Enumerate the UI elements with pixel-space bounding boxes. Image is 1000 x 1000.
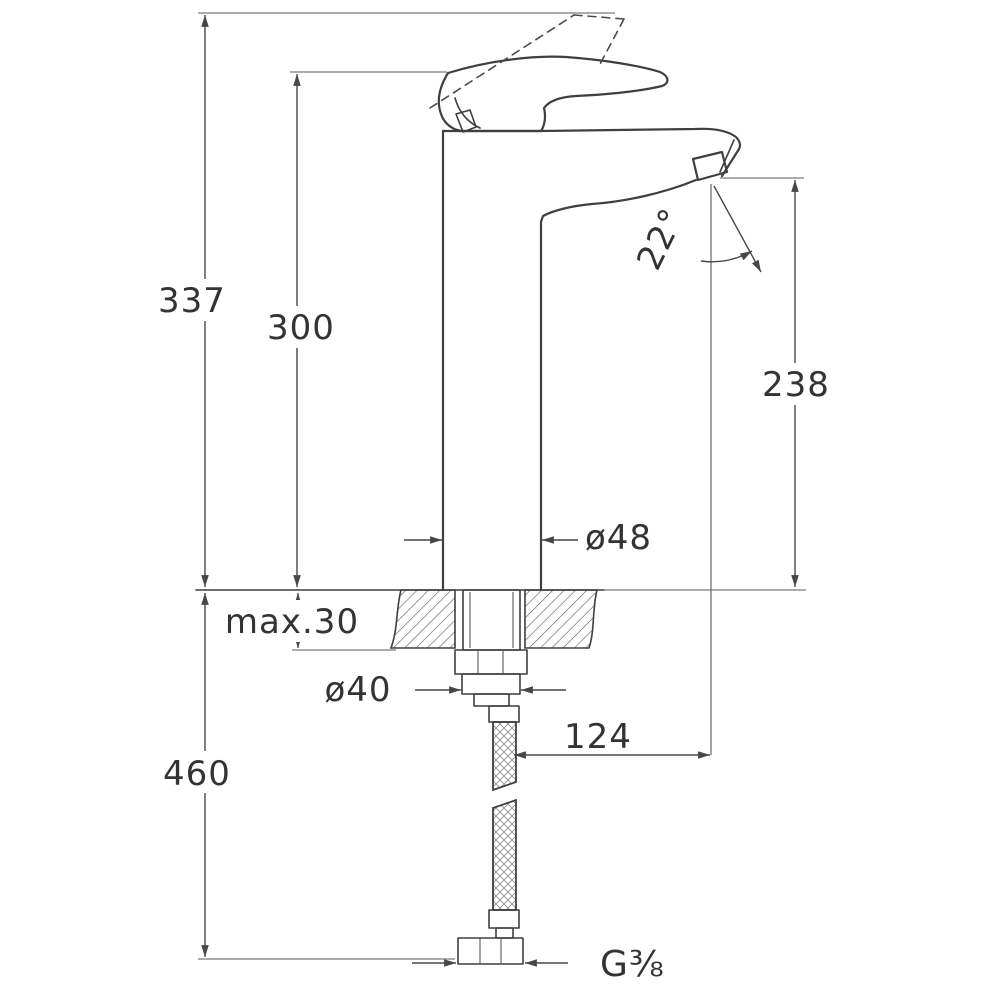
extension-lines	[198, 12, 804, 960]
label-outlet-height: 238	[762, 365, 830, 405]
through-shank	[462, 589, 521, 651]
label-backgrounds	[148, 279, 840, 793]
spout-tip-seam	[719, 139, 735, 173]
hose-segment-upper	[492, 721, 517, 792]
outlet-stream-direction	[713, 185, 762, 273]
hose-top-crimp	[488, 705, 520, 723]
locknut	[454, 649, 528, 675]
label-body-diameter: ø48	[585, 518, 652, 558]
label-spout-reach: 124	[564, 717, 632, 757]
hose-segment-lower	[492, 798, 517, 911]
reducer	[473, 693, 510, 707]
hose-end-nut	[457, 937, 524, 965]
countertop-section	[195, 589, 806, 649]
countertop-hatch-left	[389, 589, 456, 649]
under-deck-assembly	[454, 589, 528, 965]
label-max-deck-thickness: max.30	[225, 602, 359, 642]
countertop-hatch-right	[524, 589, 599, 649]
label-height-above-deck: 300	[267, 308, 335, 348]
label-connection-thread: G⅜	[600, 944, 665, 985]
supply-hose	[457, 705, 524, 965]
washer	[461, 673, 521, 695]
spout-top-edge	[539, 127, 742, 178]
dimension-labels: 337 300 238 22° ø48 max.30 ø40 124 460 G…	[158, 202, 830, 985]
handle-notch-path	[455, 109, 477, 133]
label-overall-height: 337	[158, 281, 226, 321]
handle-seam-path	[454, 97, 481, 129]
aerator-path	[691, 150, 729, 182]
label-hose-length: 460	[163, 754, 231, 794]
label-outlet-angle: 22°	[629, 202, 693, 276]
spout-underside	[539, 178, 698, 224]
handle-raised-dashed-outline	[429, 14, 625, 109]
label-shank-diameter: ø40	[324, 670, 391, 710]
angle-arc-22	[700, 250, 753, 263]
hose-collar	[495, 927, 514, 939]
faucet-outline	[437, 55, 742, 592]
handle-lever-path	[437, 55, 669, 133]
hose-bottom-crimp	[488, 909, 520, 929]
